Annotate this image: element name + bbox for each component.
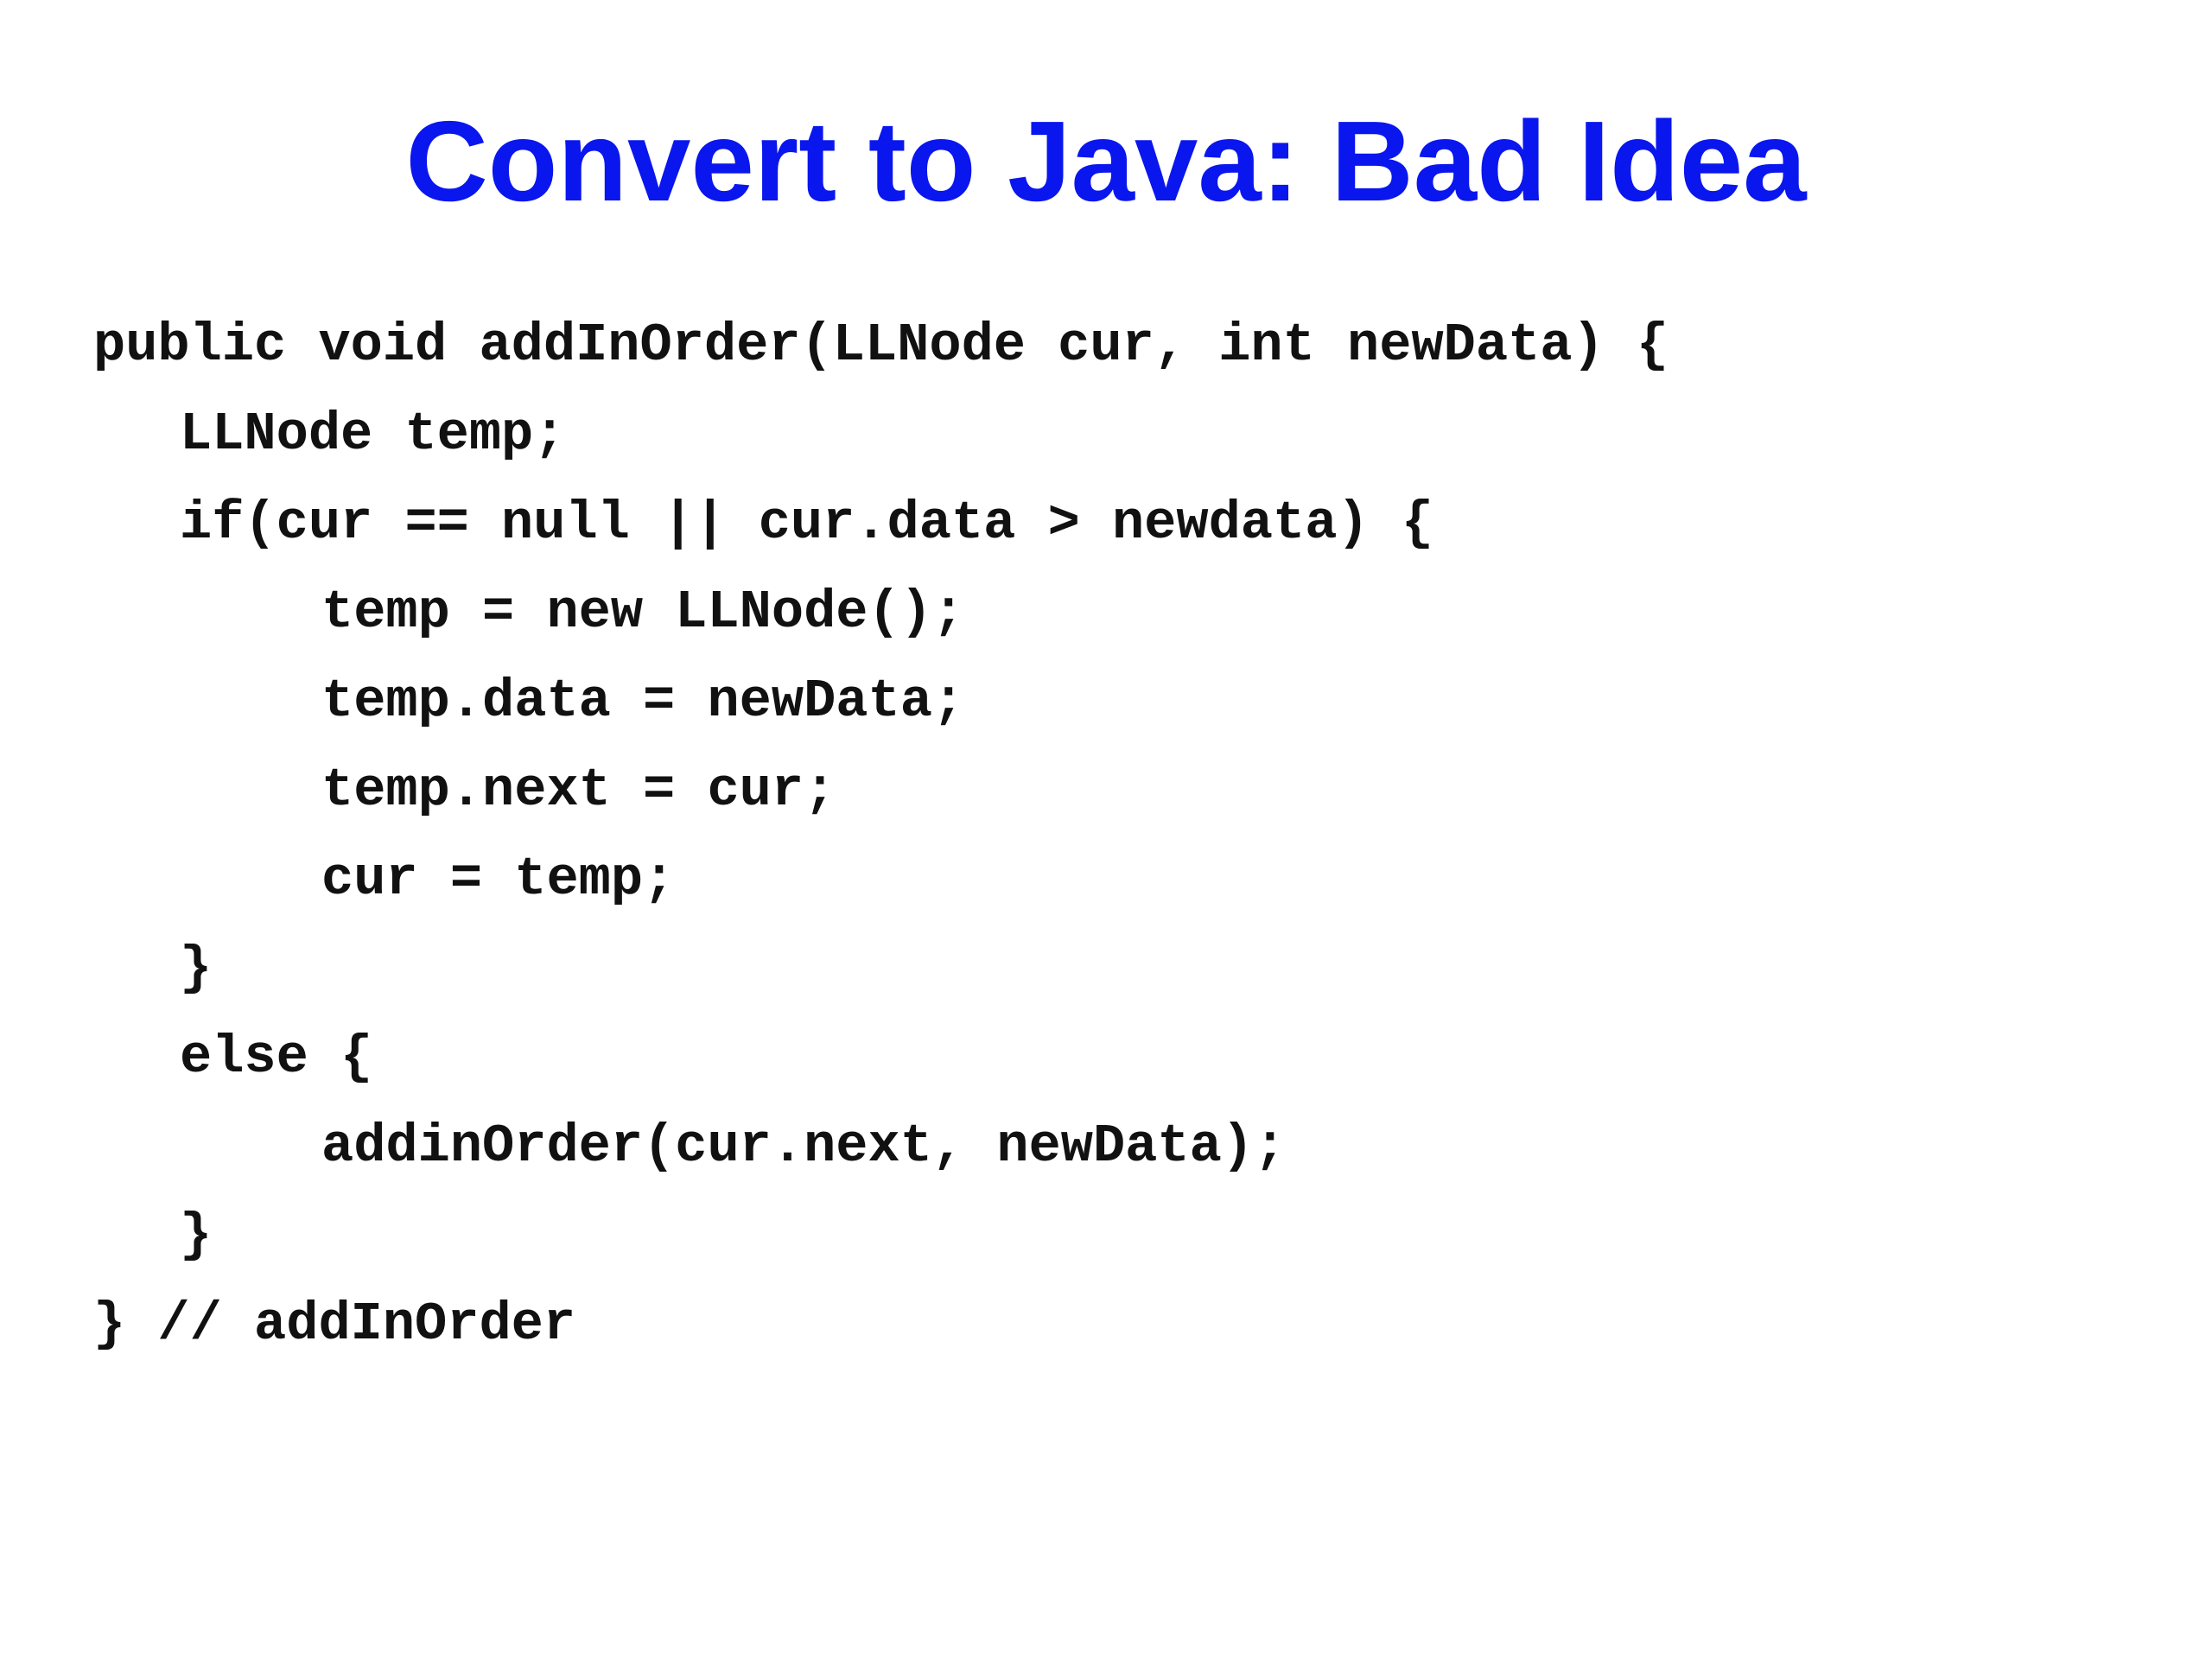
code-line-5: temp.data = newData;: [321, 671, 965, 732]
code-block: public void addInOrder(LLNode cur, int n…: [93, 301, 1669, 1369]
code-line-9: else {: [180, 1027, 373, 1088]
code-line-11: }: [180, 1205, 213, 1266]
code-line-7: cur = temp;: [321, 849, 676, 910]
slide-title: Convert to Java: Bad Idea: [405, 98, 1807, 225]
code-line-2: LLNode temp;: [180, 404, 566, 465]
code-line-3: if(cur == null || cur.data > newdata) {: [180, 493, 1434, 554]
code-line-10: addinOrder(cur.next, newData);: [321, 1116, 1287, 1177]
code-line-4: temp = new LLNode();: [321, 582, 965, 643]
code-line-12: } // addInOrder: [93, 1294, 576, 1355]
code-line-6: temp.next = cur;: [321, 760, 836, 821]
code-line-8: }: [180, 938, 213, 999]
code-line-1: public void addInOrder(LLNode cur, int n…: [93, 315, 1669, 376]
